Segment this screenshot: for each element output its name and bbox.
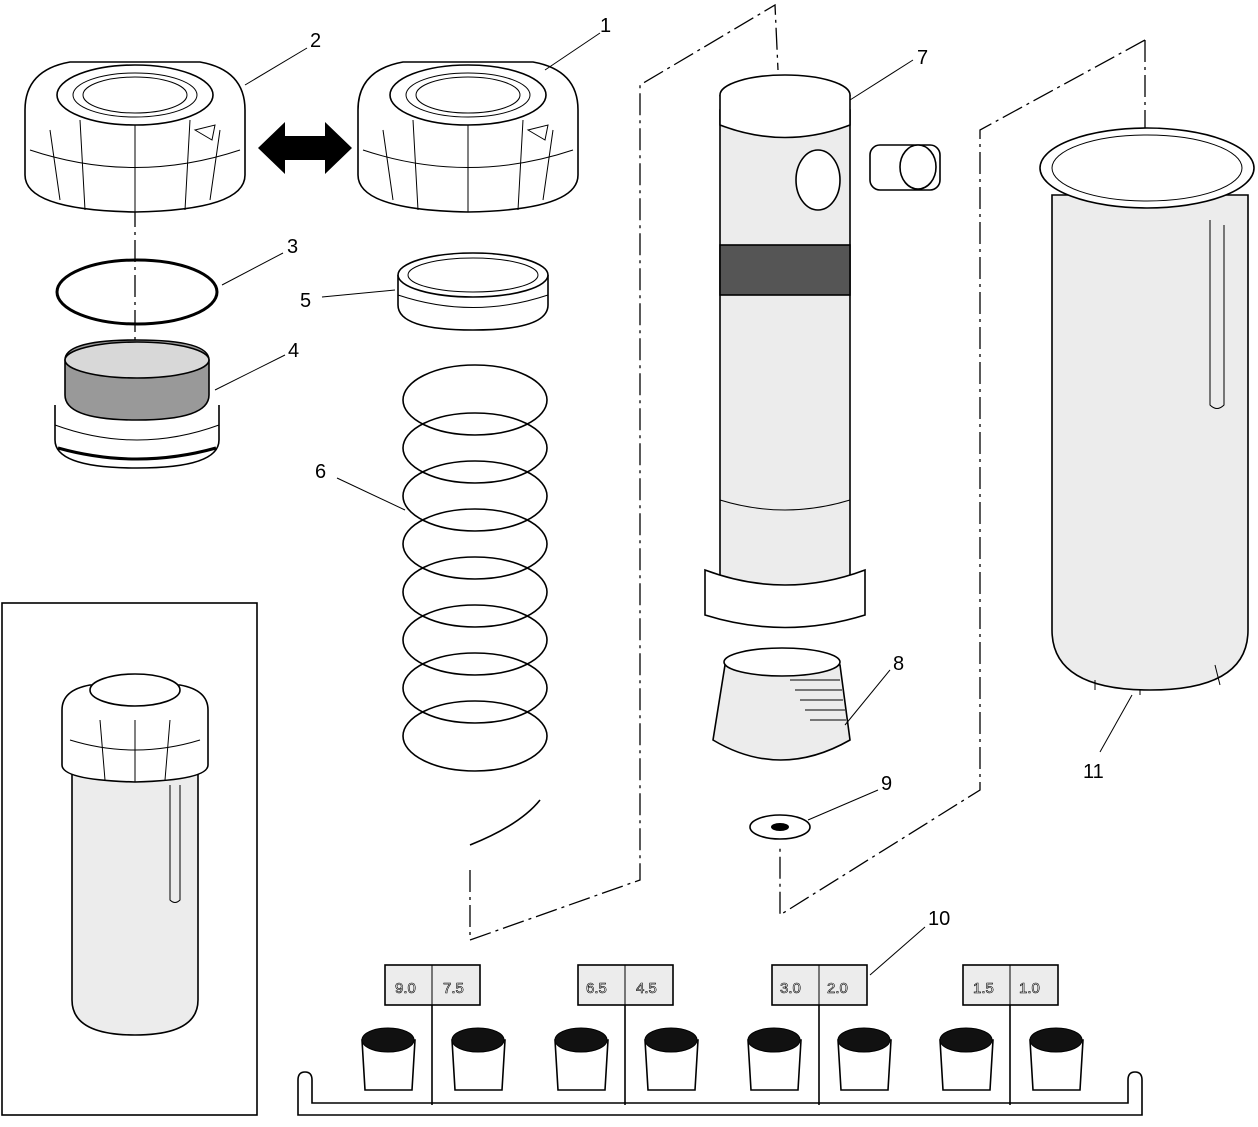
nozzle-tag-2-left: 6.5 bbox=[586, 980, 607, 997]
part-riser-7 bbox=[704, 74, 941, 629]
callout-10: 10 bbox=[928, 908, 950, 930]
callout-4: 4 bbox=[288, 340, 299, 362]
nozzle-group-2: 6.5 4.5 bbox=[554, 964, 699, 1105]
nozzle-group-4: 1.5 1.0 bbox=[939, 964, 1084, 1105]
part-ring-5 bbox=[397, 252, 549, 331]
callout-labels: 1 2 3 4 5 6 7 8 9 10 11 bbox=[287, 15, 1104, 930]
nozzle-tag-4-right: 1.0 bbox=[1019, 980, 1040, 997]
inset-assembled-view bbox=[1, 602, 258, 1116]
nozzle-tag-1-left: 9.0 bbox=[395, 980, 416, 997]
part-screen-8 bbox=[712, 647, 851, 761]
callout-3: 3 bbox=[287, 236, 298, 258]
part-washer-9 bbox=[749, 814, 811, 840]
nozzle-tag-4-left: 1.5 bbox=[973, 980, 994, 997]
part-cap-2 bbox=[24, 61, 246, 213]
callout-6: 6 bbox=[315, 461, 326, 483]
callout-11: 11 bbox=[1083, 761, 1104, 783]
callout-5: 5 bbox=[300, 290, 311, 312]
nozzle-tag-2-right: 4.5 bbox=[636, 980, 657, 997]
part-cap-1 bbox=[357, 61, 579, 213]
callout-9: 9 bbox=[881, 773, 892, 795]
callout-1: 1 bbox=[600, 15, 611, 37]
part-seal-4 bbox=[54, 339, 220, 469]
nozzle-group-3: 3.0 2.0 bbox=[747, 964, 892, 1105]
callout-8: 8 bbox=[893, 653, 904, 675]
callout-7: 7 bbox=[917, 47, 928, 69]
part-oring-3 bbox=[55, 258, 219, 326]
part-housing-11 bbox=[1039, 127, 1255, 695]
leader-lines bbox=[214, 32, 1133, 976]
swap-arrow bbox=[258, 122, 352, 174]
nozzle-group-1: 9.0 7.5 bbox=[361, 964, 506, 1105]
nozzle-tag-1-right: 7.5 bbox=[443, 980, 464, 997]
nozzle-tag-3-right: 2.0 bbox=[827, 980, 848, 997]
part-nozzle-tree-10: 9.0 7.5 6.5 4.5 3.0 2.0 bbox=[297, 964, 1143, 1116]
part-spring-6 bbox=[402, 364, 548, 846]
nozzle-tag-3-left: 3.0 bbox=[780, 980, 801, 997]
callout-2: 2 bbox=[310, 30, 321, 52]
